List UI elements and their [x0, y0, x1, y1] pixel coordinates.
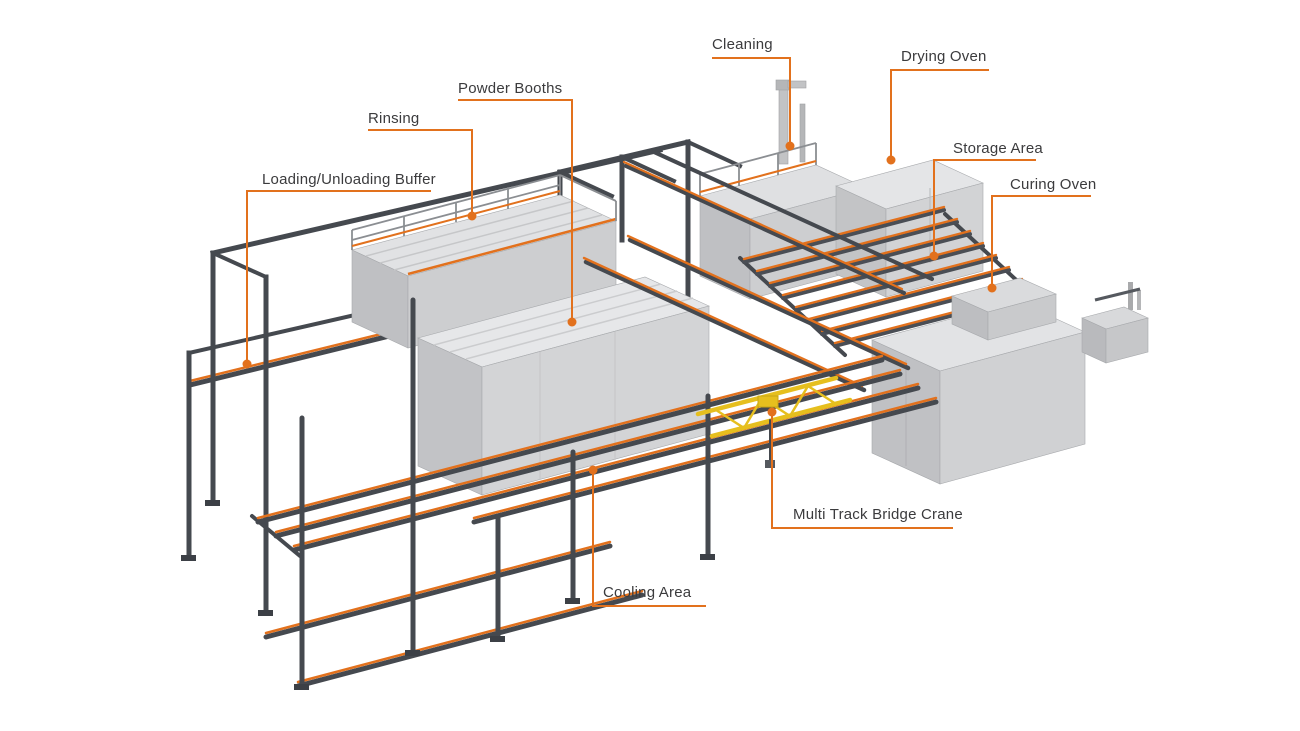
- leader-bridge-crane: [771, 416, 953, 529]
- leader-rinsing: [368, 129, 473, 212]
- label-cleaning: Cleaning: [712, 36, 773, 53]
- bridge-crane-model: [695, 375, 853, 468]
- label-loading-buffer: Loading/Unloading Buffer: [262, 171, 436, 188]
- marker-loading-buffer: [242, 359, 252, 369]
- label-bridge-crane: Multi Track Bridge Crane: [793, 506, 963, 523]
- leader-drying-oven: [890, 69, 989, 156]
- rinsing-model: [351, 174, 617, 349]
- leader-cooling-area: [592, 474, 706, 607]
- leader-storage-area: [933, 159, 1036, 252]
- annotation-leaders: [246, 57, 1091, 607]
- marker-powder-booths: [567, 317, 577, 327]
- buffer-rails-model: [263, 540, 645, 689]
- label-storage-area: Storage Area: [953, 140, 1043, 157]
- leader-powder-booths: [458, 99, 573, 318]
- label-curing-oven: Curing Oven: [1010, 176, 1097, 193]
- powder-booths-model: [417, 276, 710, 496]
- leader-loading-buffer: [246, 190, 431, 360]
- label-powder-booths: Powder Booths: [458, 80, 563, 97]
- marker-rinsing: [467, 211, 477, 221]
- annotation-markers: [242, 141, 997, 475]
- marker-cleaning: [785, 141, 795, 151]
- overhead-conveyor-model: [582, 150, 934, 393]
- marker-curing-oven: [987, 283, 997, 293]
- label-drying-oven: Drying Oven: [901, 48, 987, 65]
- marker-drying-oven: [886, 155, 896, 165]
- marker-storage-area: [929, 251, 939, 261]
- frame-feet: [181, 500, 715, 690]
- marker-bridge-crane: [767, 407, 777, 417]
- leader-curing-oven: [991, 195, 1091, 284]
- leader-cleaning: [712, 57, 791, 142]
- label-rinsing: Rinsing: [368, 110, 420, 127]
- storage-area-model: [738, 205, 1042, 357]
- marker-cooling-area: [588, 465, 598, 475]
- label-cooling-area: Cooling Area: [603, 584, 692, 601]
